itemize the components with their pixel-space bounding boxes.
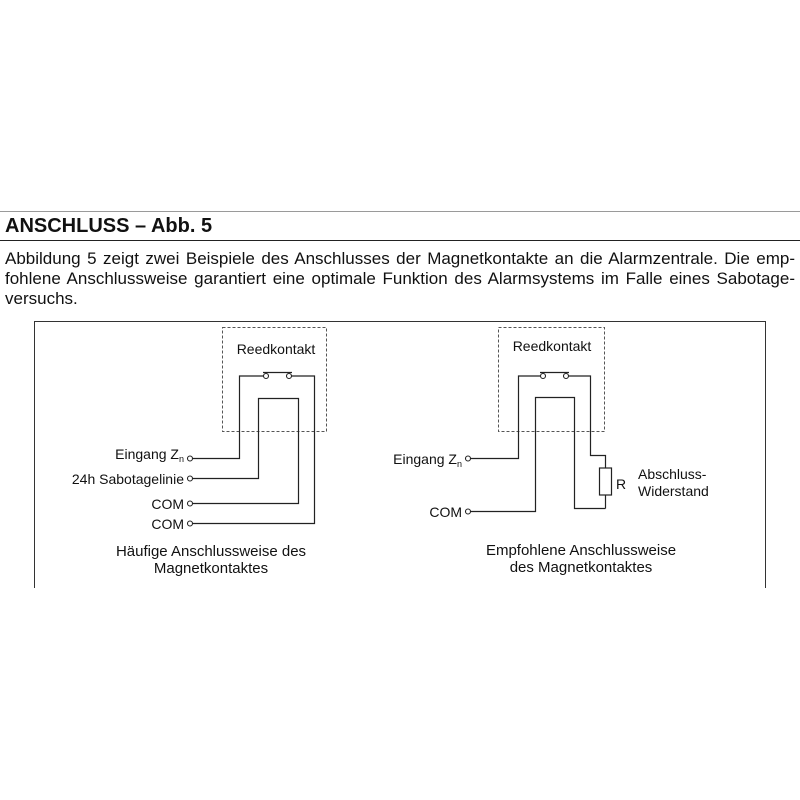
terminal-label-com: COM (151, 496, 184, 512)
reed-terminal (262, 372, 270, 380)
terminal-label-com: COM (151, 516, 184, 532)
reed-terminal (562, 372, 570, 380)
end-of-line-resistor (598, 467, 613, 496)
resistor-caption: Abschluss- (638, 466, 707, 482)
reed-contact-housing (498, 327, 605, 432)
terminal-com (464, 508, 472, 515)
heading-rule (0, 240, 800, 241)
terminal-label-eingang: Eingang Zn (115, 446, 184, 464)
schematic-caption: Häufige Anschlussweise des (116, 543, 306, 560)
wire-com-outer (192, 375, 316, 525)
diagram-frame (34, 321, 766, 588)
paragraph-line: Abbildung 5 zeigt zwei Beispiele des Ans… (5, 249, 795, 268)
wiring-diagram: Reedkontakt Eingang Zn 24h Sabotagelinie… (34, 321, 766, 588)
intro-paragraph: Abbildung 5 zeigt zwei Beispiele des Ans… (5, 249, 795, 309)
reed-contact-label: Reedkontakt (513, 338, 592, 354)
wire-sabotage-loop (192, 397, 300, 505)
terminal-com (186, 500, 194, 507)
schematic-caption: Empfohlene Anschlussweise (486, 542, 676, 559)
schematic-caption: Magnetkontaktes (154, 560, 268, 577)
terminal-eingang (464, 455, 472, 462)
right-schematic: Reedkontakt Eingang Zn COM R Abschluss- … (393, 327, 709, 576)
schematic-caption: des Magnetkontaktes (510, 559, 653, 576)
reed-contact-label: Reedkontakt (237, 341, 316, 357)
terminal-label-com: COM (429, 504, 462, 520)
terminal-com (186, 520, 194, 527)
resistor-symbol: R (616, 476, 626, 492)
resistor-caption: Widerstand (638, 483, 709, 499)
left-schematic: Reedkontakt Eingang Zn 24h Sabotagelinie… (72, 327, 327, 577)
reed-terminal (285, 372, 293, 380)
terminal-label-sabotage: 24h Sabotagelinie (72, 471, 184, 487)
reed-terminal (539, 372, 547, 380)
terminal-eingang (186, 455, 194, 462)
section-heading: ANSCHLUSS – Abb. 5 (5, 215, 213, 237)
wire-eingang (470, 375, 541, 460)
paragraph-line: fohlene Anschlussweise garantiert eine o… (5, 269, 795, 288)
wire-resistor-feed (568, 375, 607, 468)
wire-com-loop (470, 396, 606, 513)
reed-contact-housing (222, 327, 327, 432)
terminal-sabotage (186, 475, 194, 482)
paragraph-line: versuchs. (5, 289, 78, 308)
wire-eingang (192, 375, 264, 460)
terminal-label-eingang: Eingang Zn (393, 451, 462, 469)
top-rule (0, 211, 800, 212)
